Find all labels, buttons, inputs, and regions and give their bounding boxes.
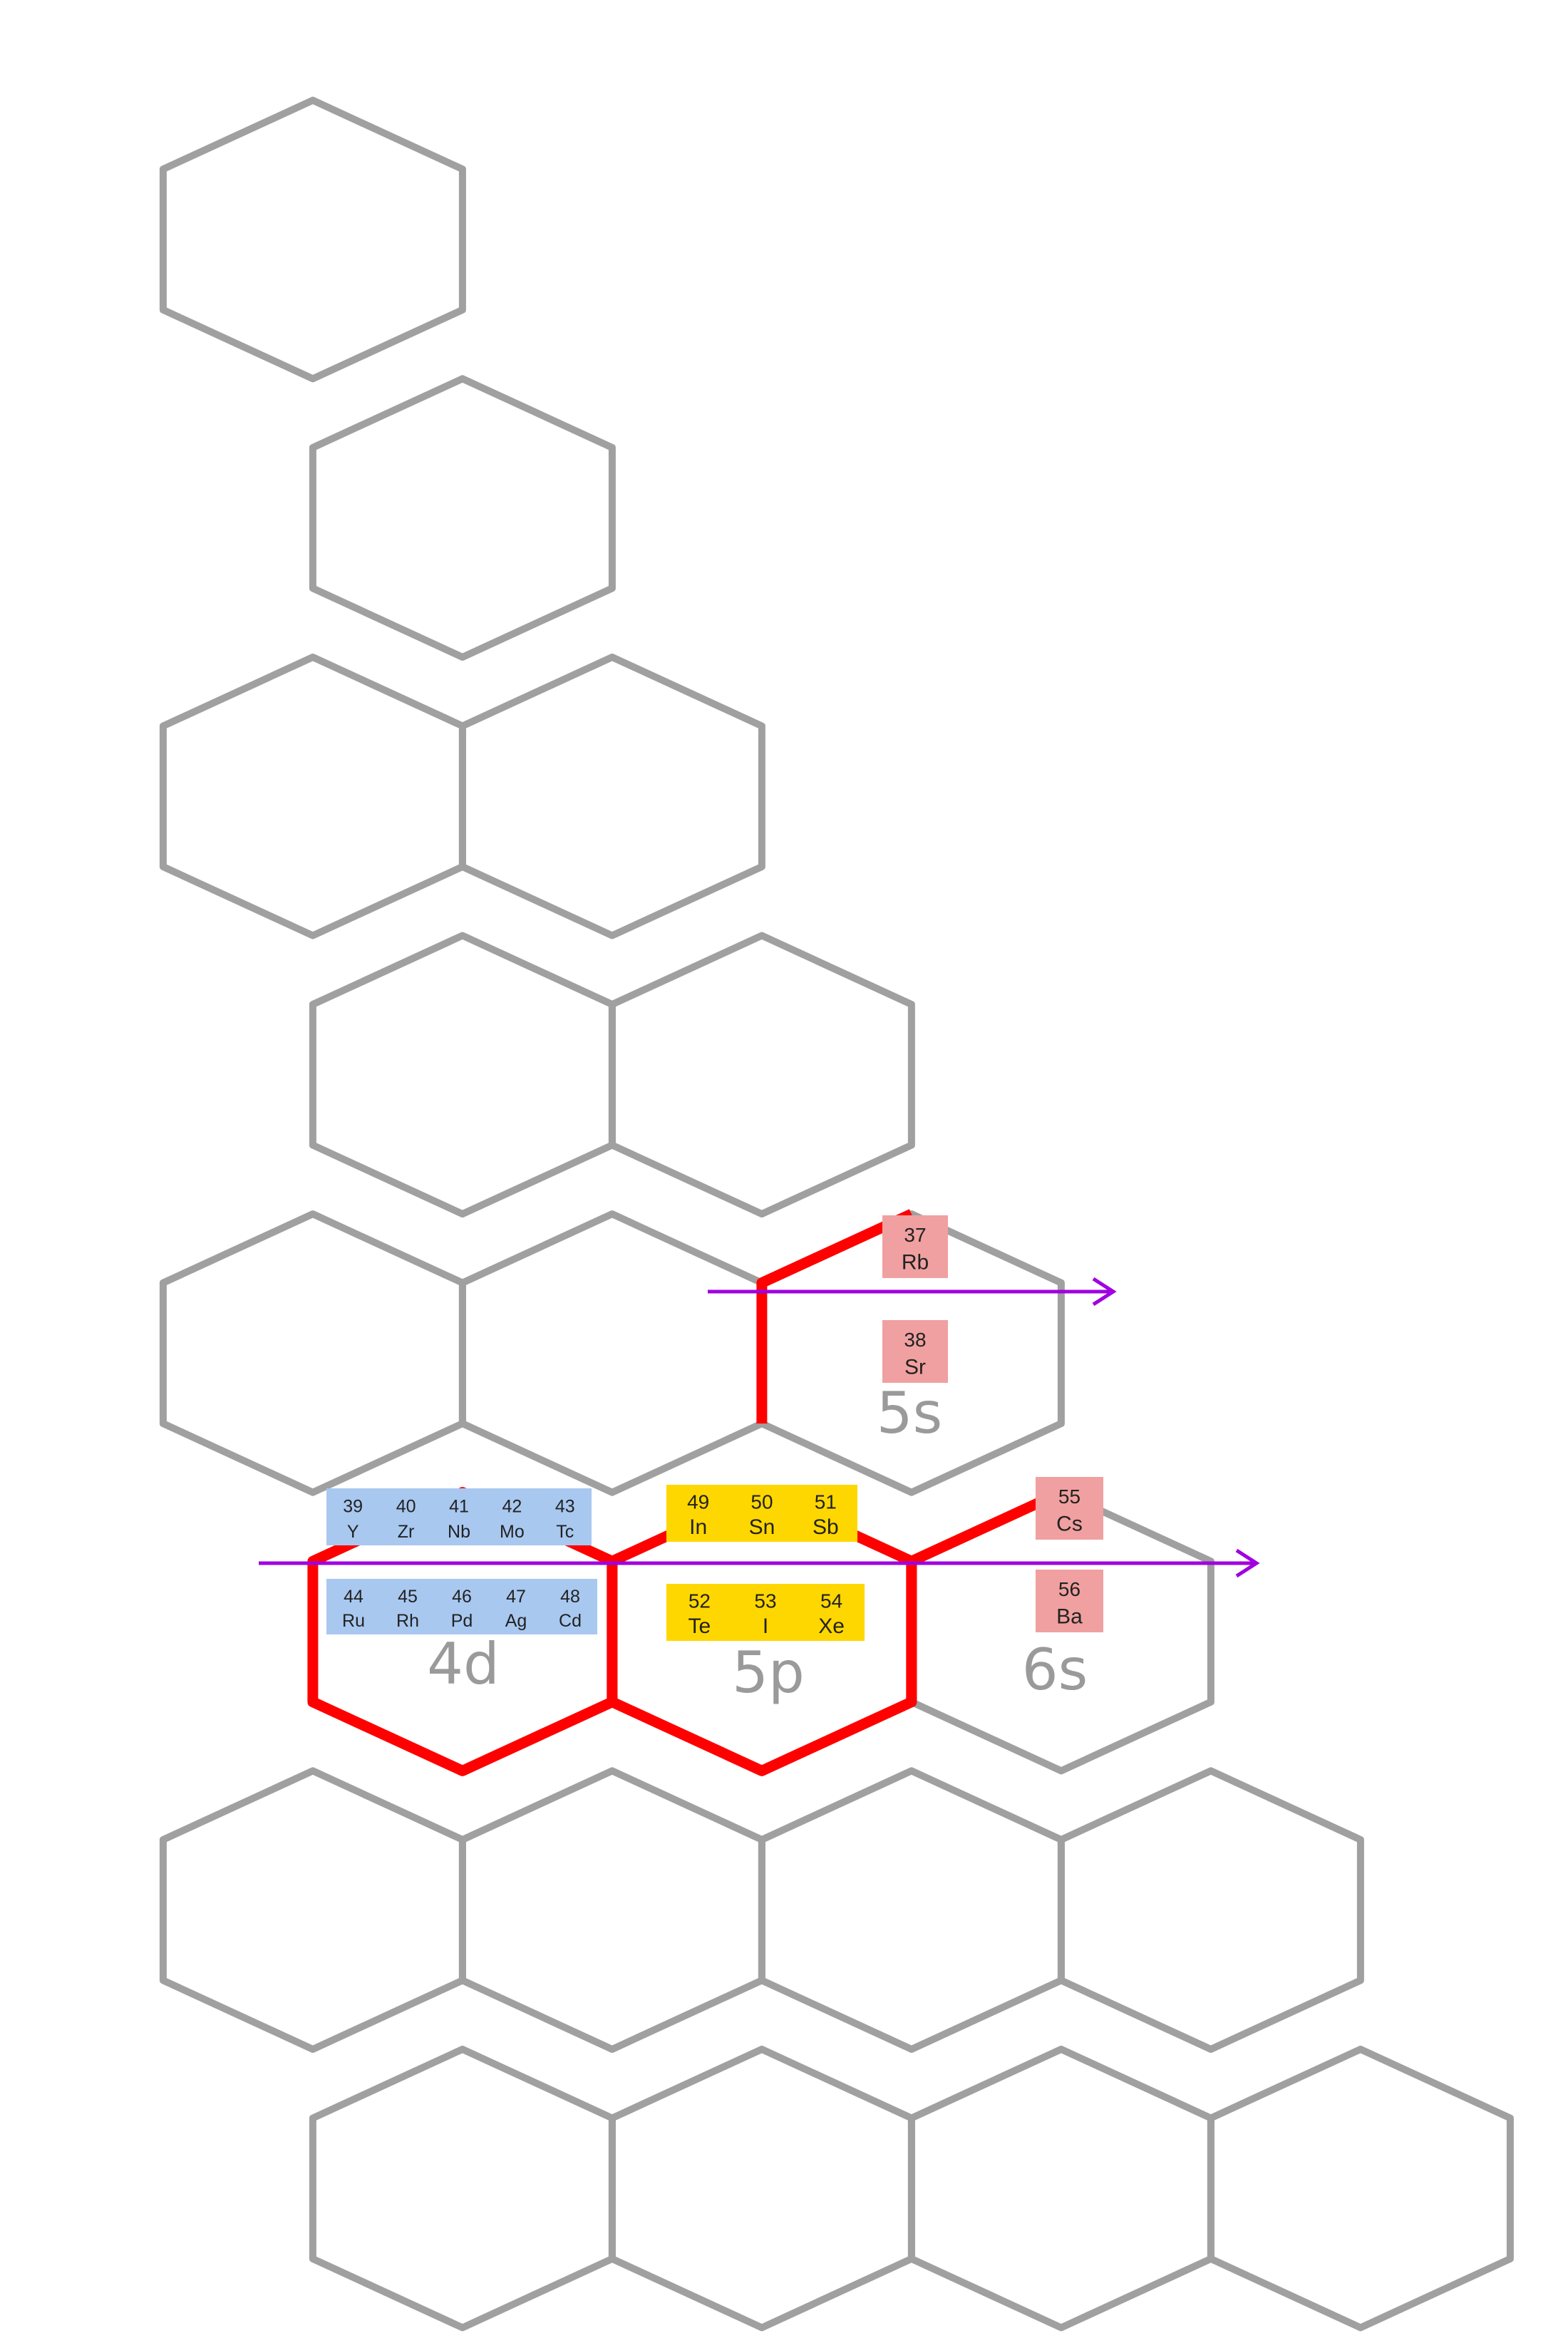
atomic-number-mo: 42 [502,1497,522,1517]
element-symbol-ag: Ag [505,1611,527,1631]
element-symbol-rh: Rh [396,1611,419,1631]
atomic-number-rh: 45 [398,1587,418,1607]
element-symbol-pd: Pd [451,1611,473,1631]
element-box-rb [882,1215,948,1278]
atomic-number-ag: 47 [506,1587,526,1607]
atomic-number-nb: 41 [449,1497,469,1517]
element-symbol-sr: Sr [904,1356,926,1379]
element-symbol-nb: Nb [448,1522,470,1542]
shell-label-5s: 5s [877,1380,943,1446]
atomic-number-tc: 43 [555,1497,575,1517]
element-box-cs [1036,1477,1103,1540]
hexagon-cell [907,2045,1214,2332]
hexagon-cell [159,1767,466,2053]
shell-label-5p: 5p [732,1639,805,1706]
atomic-number-te: 52 [688,1590,711,1612]
element-symbol-rb: Rb [902,1251,929,1274]
atomic-number-sb: 51 [815,1491,837,1513]
element-symbol-cs: Cs [1056,1513,1083,1536]
atomic-number-cs: 55 [1058,1485,1080,1508]
element-symbol-y: Y [347,1522,359,1542]
element-boxes: 37Rb38Sr55Cs56Ba39Y40Zr41Nb42Mo43Tc44Ru4… [326,1215,1103,1641]
shell-label-6s: 6s [1022,1637,1088,1703]
atomic-number-ba: 56 [1058,1578,1080,1600]
atomic-number-sn: 50 [751,1491,773,1513]
shell-labels: 5s 4d 5p 6s [427,1380,1088,1706]
element-symbol-tc: Tc [556,1522,574,1542]
element-symbol-ba: Ba [1056,1605,1083,1629]
atomic-number-i: 53 [754,1590,776,1612]
atomic-number-rb: 37 [904,1224,926,1246]
filling-order-arrows [259,1277,1260,1578]
element-box-sr [882,1320,948,1383]
element-box-p_row1 [666,1485,857,1542]
hexagon-cell [159,653,466,939]
hexagon-cell [458,1210,765,1496]
atomic-number-pd: 46 [452,1587,472,1607]
element-symbol-i: I [763,1615,768,1638]
atomic-number-in: 49 [687,1491,709,1513]
hexagon-6s-boundary [906,1487,1064,1702]
hexagon-cell [159,96,466,383]
element-symbol-te: Te [688,1615,711,1638]
atomic-number-sr: 38 [904,1329,926,1351]
atomic-number-xe: 54 [820,1590,842,1612]
hexagon-cell [608,2045,915,2332]
atomic-number-cd: 48 [560,1587,580,1607]
atomic-number-zr: 40 [396,1497,416,1517]
highlighted-orbital-hexagons [307,1209,1064,1776]
hexagon-grid [159,96,1514,2332]
element-symbol-mo: Mo [500,1522,525,1542]
hexagon-5s [756,1209,914,1424]
element-symbol-zr: Zr [398,1522,415,1542]
hexagon-cell [1207,2045,1514,2332]
element-symbol-ru: Ru [342,1611,365,1631]
hexagon-cell [1057,1767,1364,2053]
hexagon-cell [608,932,915,1218]
atomic-number-ru: 44 [344,1587,363,1607]
hexagon-cell [159,1210,466,1496]
element-symbol-sb: Sb [813,1515,839,1539]
element-box-ba [1036,1570,1103,1632]
hexagon-cell [758,1767,1065,2053]
element-symbol-xe: Xe [818,1615,845,1638]
hexagon-cell [309,375,616,661]
hexagon-cell [458,1767,765,2053]
element-box-d_row1 [326,1488,592,1545]
hexagon-cell [309,2045,616,2332]
hexagon-cell [458,653,765,939]
element-symbol-in: In [689,1515,707,1539]
atomic-number-y: 39 [343,1497,363,1517]
element-symbol-cd: Cd [559,1611,582,1631]
shell-label-4d: 4d [427,1631,500,1697]
element-box-p_row2 [666,1584,865,1641]
element-box-d_row2 [326,1579,597,1634]
element-symbol-sn: Sn [749,1515,775,1539]
arrow-4d-5p-6s [259,1548,1260,1578]
hexagon-cell [309,932,616,1218]
arrow-5s [708,1277,1117,1307]
